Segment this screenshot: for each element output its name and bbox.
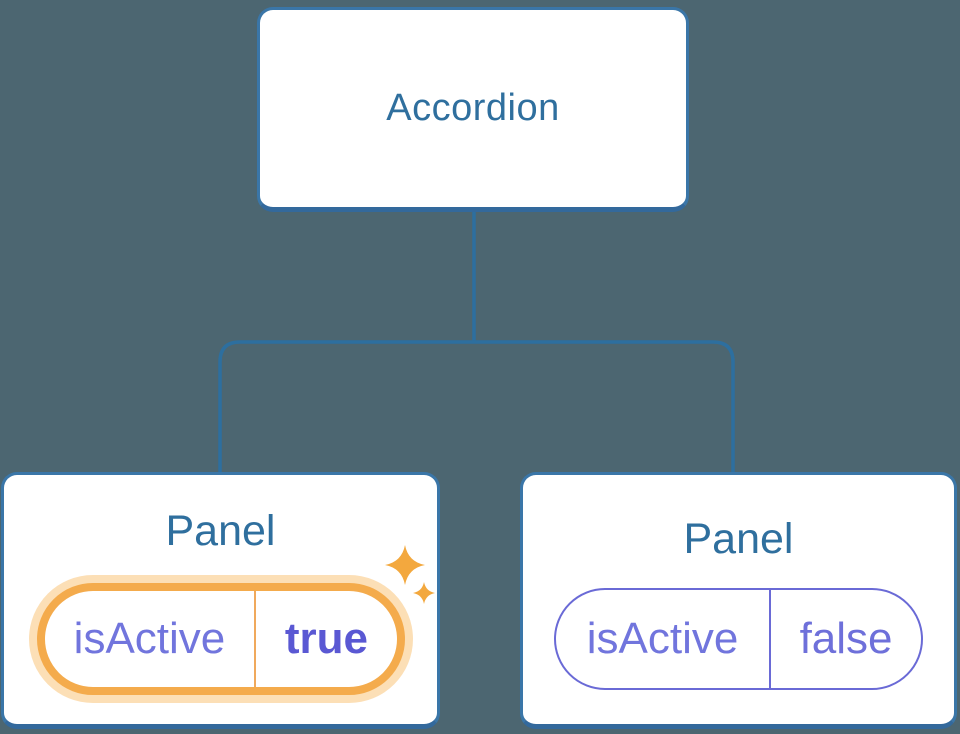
sparkle-small (413, 582, 435, 604)
sparkles-icon (385, 545, 435, 604)
panel-node-inactive: Panel isActive false (520, 472, 957, 729)
state-name: isActive (586, 614, 739, 663)
connector-bracket (218, 340, 735, 472)
state-name: isActive (73, 614, 226, 663)
state-pill-active: isActive true (37, 583, 405, 695)
accordion-node-label: Accordion (386, 87, 560, 129)
state-pill-inactive: isActive false (554, 588, 923, 690)
sparkle-large (385, 545, 425, 585)
state-value: false (799, 614, 893, 663)
panel-inactive-label: Panel (683, 515, 794, 563)
panel-active-label: Panel (165, 507, 276, 555)
state-value: true (284, 614, 369, 663)
accordion-node: Accordion (257, 7, 689, 212)
panel-node-active: Panel isActive true (1, 472, 440, 729)
